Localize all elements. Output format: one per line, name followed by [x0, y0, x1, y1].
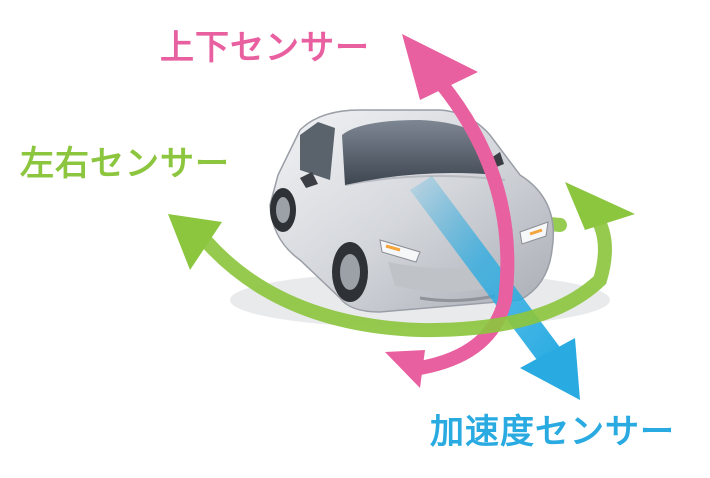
vertical-sensor-label: 上下センサー	[160, 28, 370, 68]
acceleration-sensor-label: 加速度センサー	[430, 412, 675, 452]
lateral-sensor-label: 左右センサー	[20, 144, 230, 184]
lateral-arrow-icon	[168, 182, 635, 338]
vertical-arrow-icon	[385, 34, 515, 388]
